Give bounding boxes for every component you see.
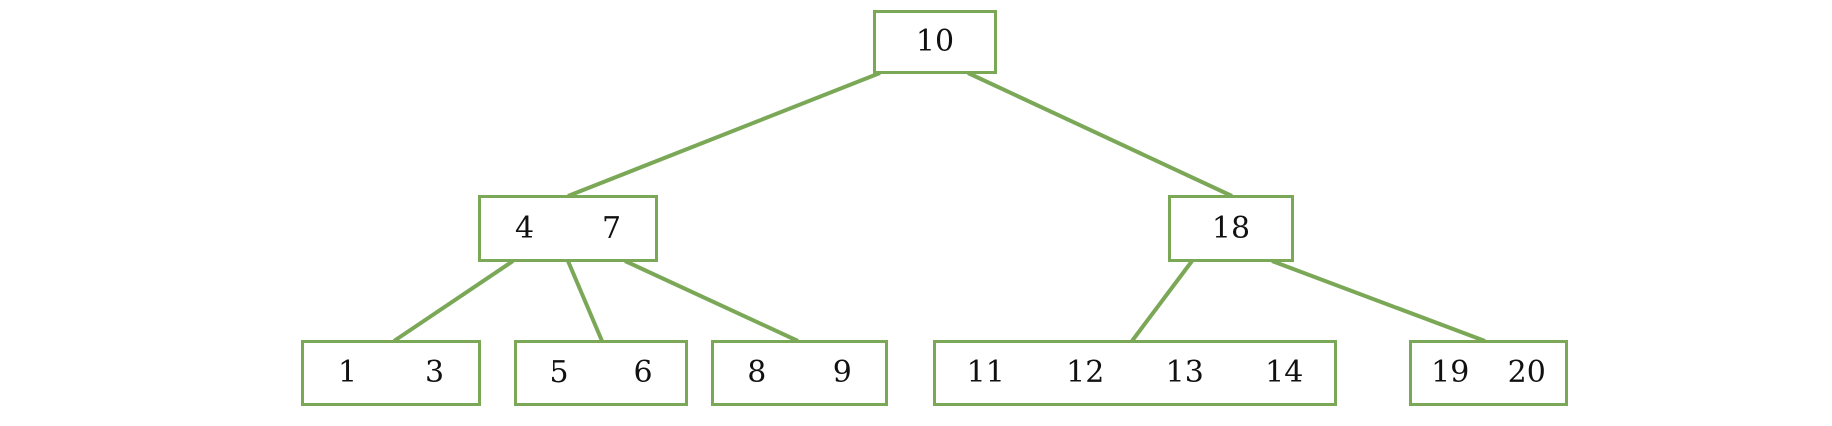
tree-edge bbox=[624, 259, 799, 343]
tree-node-key: 19 bbox=[1431, 355, 1470, 390]
tree-edge bbox=[1271, 259, 1486, 343]
tree-node-key: 20 bbox=[1507, 355, 1546, 390]
tree-edge bbox=[1130, 259, 1194, 343]
tree-node-key: 1 bbox=[337, 355, 358, 390]
tree-node-key: 9 bbox=[832, 355, 852, 390]
tree-node-key: 18 bbox=[1211, 210, 1251, 246]
tree-edge bbox=[392, 259, 515, 343]
tree-node-key: 11 bbox=[966, 355, 1005, 390]
tree-node-key: 14 bbox=[1265, 355, 1304, 390]
tree-node-key: 4 bbox=[514, 210, 535, 246]
tree-node-leaf-4[interactable]: 11 12 13 14 bbox=[933, 340, 1337, 406]
tree-node-key: 10 bbox=[915, 24, 955, 59]
tree-node-internal-right[interactable]: 18 bbox=[1168, 195, 1294, 262]
tree-edge bbox=[566, 260, 604, 342]
tree-node-key: 7 bbox=[601, 210, 622, 246]
tree-edge bbox=[967, 71, 1233, 198]
tree-node-key: 5 bbox=[549, 355, 569, 390]
tree-node-key: 13 bbox=[1165, 355, 1204, 390]
tree-node-key: 8 bbox=[747, 355, 767, 390]
tree-node-key: 6 bbox=[633, 355, 653, 390]
tree-node-root[interactable]: 10 bbox=[873, 10, 997, 74]
tree-node-key: 12 bbox=[1066, 355, 1105, 390]
tree-edge bbox=[567, 71, 881, 198]
tree-node-key: 3 bbox=[424, 355, 445, 390]
